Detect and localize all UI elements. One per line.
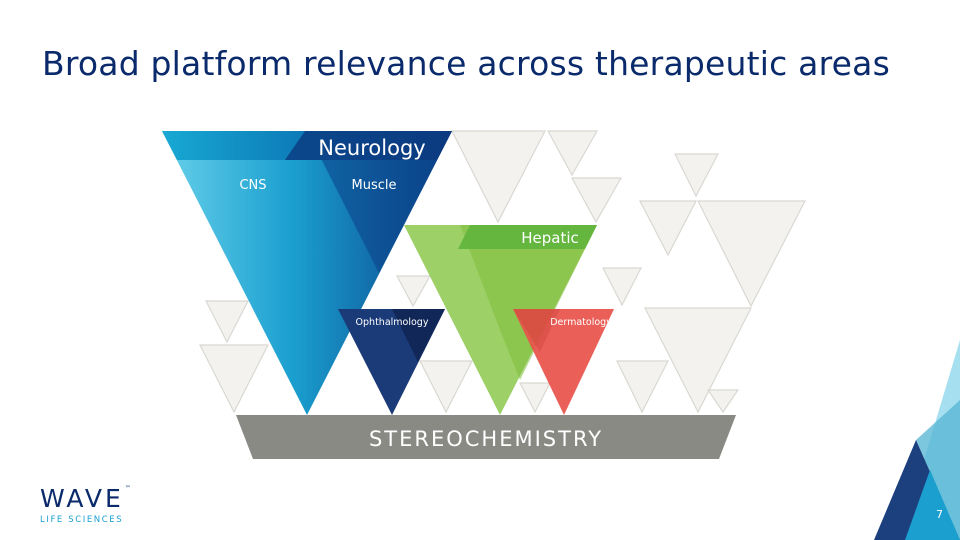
hepatic-label: Hepatic xyxy=(521,229,579,247)
bg-triangle xyxy=(674,153,719,198)
bg-triangle xyxy=(199,344,269,414)
dermatology-area: Dermatology xyxy=(513,309,614,415)
logo-trademark: ™ xyxy=(124,485,131,492)
bg-triangle xyxy=(519,382,551,414)
base-label: STEREOCHEMISTRY xyxy=(369,427,603,451)
bg-triangle xyxy=(546,130,599,177)
wave-logo: WAVE™ LIFE SCIENCES xyxy=(40,484,131,526)
neurology-shade xyxy=(307,131,452,273)
dermatology-label: Dermatology xyxy=(550,317,612,328)
bg-triangle xyxy=(419,360,473,414)
bg-triangle xyxy=(644,307,752,414)
hepatic-area: Hepatic xyxy=(404,225,597,415)
ophthalmology-label: Ophthalmology xyxy=(356,317,429,328)
hepatic-shade xyxy=(460,225,597,380)
logo-subtitle: LIFE SCIENCES xyxy=(40,515,124,525)
bg-triangle xyxy=(205,300,249,344)
background-triangles xyxy=(199,130,806,414)
page-number: 7 xyxy=(936,508,943,521)
bg-triangle xyxy=(639,200,697,257)
bg-triangle xyxy=(396,275,432,308)
bg-triangle xyxy=(570,177,623,224)
slide-title: Broad platform relevance across therapeu… xyxy=(42,44,890,83)
corner-triangle-mid xyxy=(916,400,960,540)
hepatic-band xyxy=(458,225,597,249)
bg-triangle xyxy=(697,200,806,308)
logo-wordmark: WAVE xyxy=(40,484,124,513)
dermatology-shade xyxy=(513,309,560,352)
ophthalmology-shade xyxy=(392,309,445,362)
bg-triangle xyxy=(451,130,546,224)
bg-triangle xyxy=(616,360,669,414)
stereochemistry-base: STEREOCHEMISTRY xyxy=(236,415,736,459)
base-shape xyxy=(236,415,736,459)
muscle-label: Muscle xyxy=(352,178,397,193)
bg-triangle xyxy=(706,389,740,414)
ophthalmology-area: Ophthalmology xyxy=(338,309,445,415)
neurology-area: Neurology CNS Muscle xyxy=(162,131,452,415)
dermatology-triangle xyxy=(513,309,614,415)
neurology-label: Neurology xyxy=(318,136,425,160)
bg-triangle xyxy=(602,267,642,307)
neurology-band-dark xyxy=(285,131,452,160)
cns-label: CNS xyxy=(239,178,266,193)
corner-decoration xyxy=(874,340,960,540)
corner-triangle-accent xyxy=(905,470,960,540)
